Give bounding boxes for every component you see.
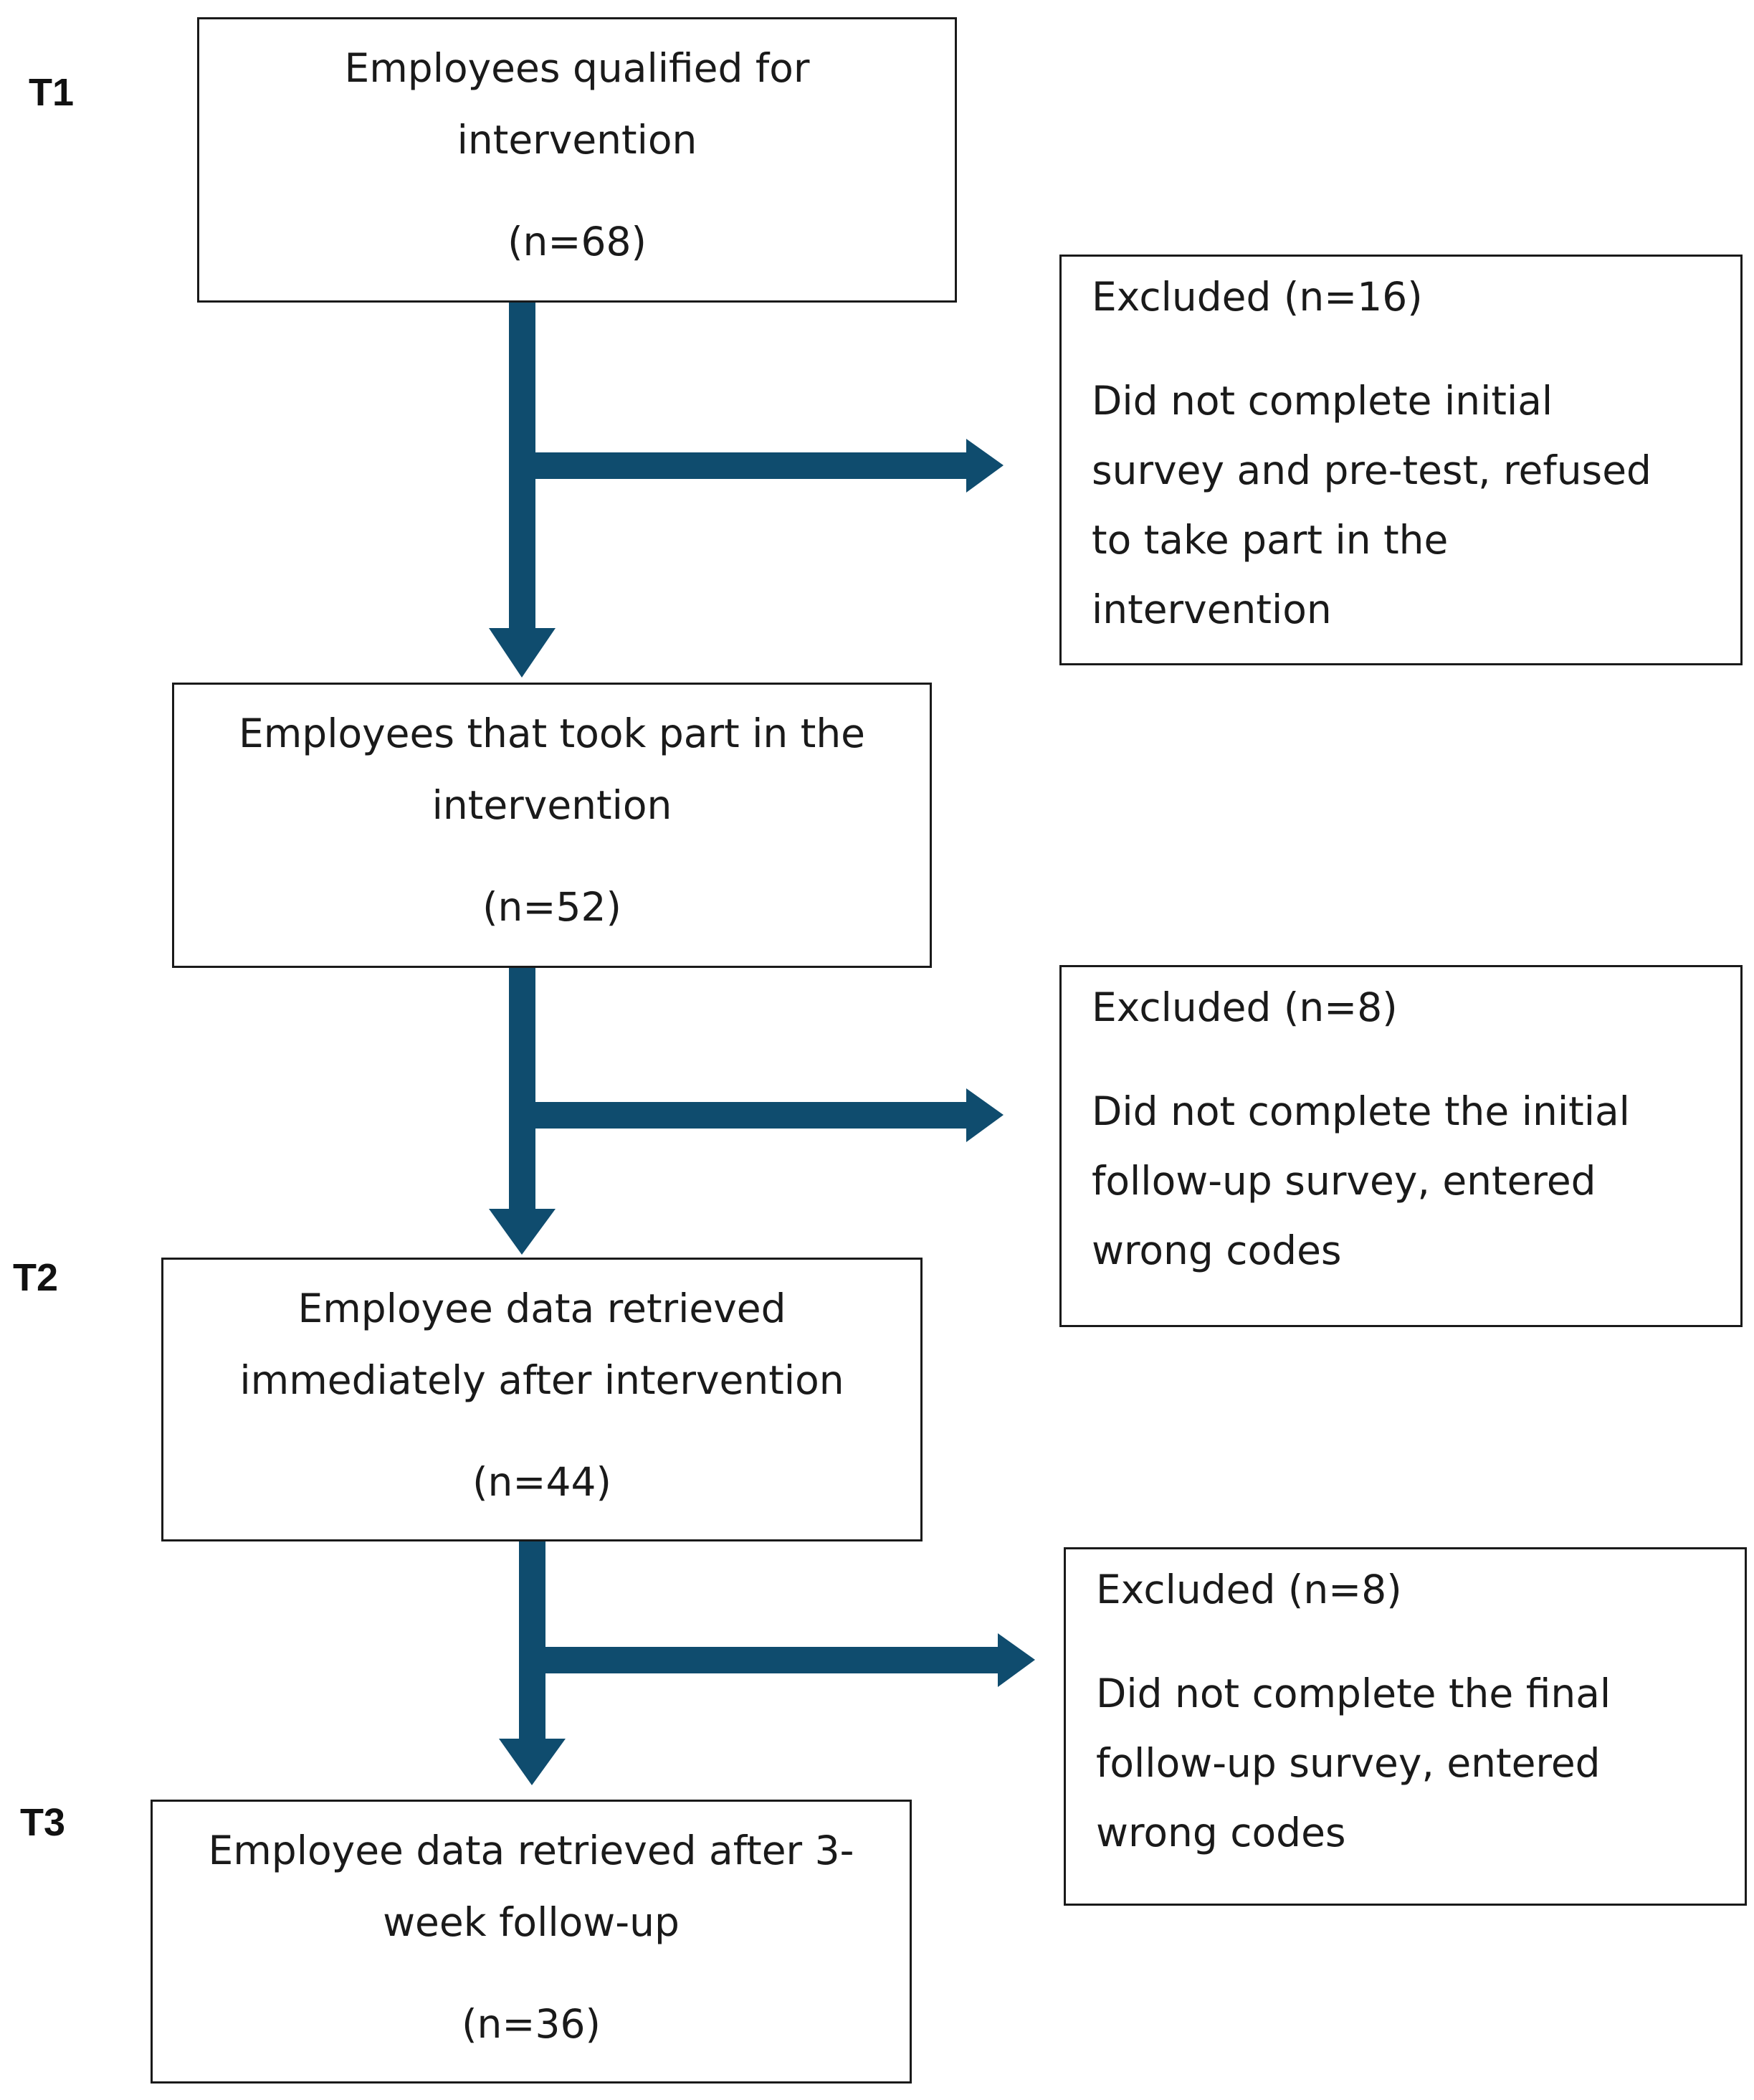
stage-text-line: immediately after intervention — [239, 1357, 844, 1403]
stage-count: (n=68) — [507, 219, 647, 265]
stage-box-follow-up: Employee data retrieved after 3- week fo… — [151, 1800, 912, 2084]
stage-box-took-part: Employees that took part in the interven… — [172, 683, 932, 968]
arrow-down-1 — [489, 300, 556, 678]
arrow-exclusion-1 — [535, 439, 1004, 493]
time-point-t1: T1 — [29, 71, 75, 114]
stage-text-line: Employees that took part in the — [238, 711, 866, 756]
arrow-down-3 — [499, 1539, 566, 1785]
stage-box-qualified: Employees qualified for intervention (n=… — [197, 17, 957, 303]
exclusion-description: Did not complete the initial follow-up s… — [1092, 1088, 1630, 1273]
arrow-exclusion-3 — [545, 1633, 1035, 1687]
arrow-exclusion-2 — [513, 1088, 1004, 1142]
stage-text-line: Employee data retrieved after 3- — [208, 1828, 854, 1873]
stage-count: (n=36) — [462, 2001, 601, 2047]
stage-text-line: intervention — [432, 782, 672, 828]
time-point-t2: T2 — [13, 1256, 59, 1299]
exclusion-description: Did not complete initial survey and pre-… — [1092, 378, 1651, 632]
stage-text-line: week follow-up — [383, 1899, 680, 1945]
exclusion-heading: Excluded (n=16) — [1092, 274, 1423, 320]
exclusion-box-1: Excluded (n=16) Did not complete initial… — [1059, 255, 1743, 665]
exclusion-description: Did not complete the final follow-up sur… — [1096, 1671, 1611, 1856]
time-point-t3: T3 — [20, 1801, 66, 1844]
exclusion-heading: Excluded (n=8) — [1092, 984, 1398, 1030]
stage-box-immediate: Employee data retrieved immediately afte… — [161, 1258, 923, 1541]
stage-text-line: Employee data retrieved — [297, 1286, 786, 1331]
stage-text-line: intervention — [457, 117, 697, 163]
exclusion-heading: Excluded (n=8) — [1096, 1567, 1402, 1612]
exclusion-box-2: Excluded (n=8) Did not complete the init… — [1059, 965, 1743, 1327]
stage-count: (n=44) — [472, 1459, 611, 1505]
arrow-down-2 — [489, 965, 556, 1255]
exclusion-box-3: Excluded (n=8) Did not complete the fina… — [1064, 1547, 1747, 1906]
stage-text-line: Employees qualified for — [344, 45, 810, 91]
stage-count: (n=52) — [482, 884, 621, 930]
